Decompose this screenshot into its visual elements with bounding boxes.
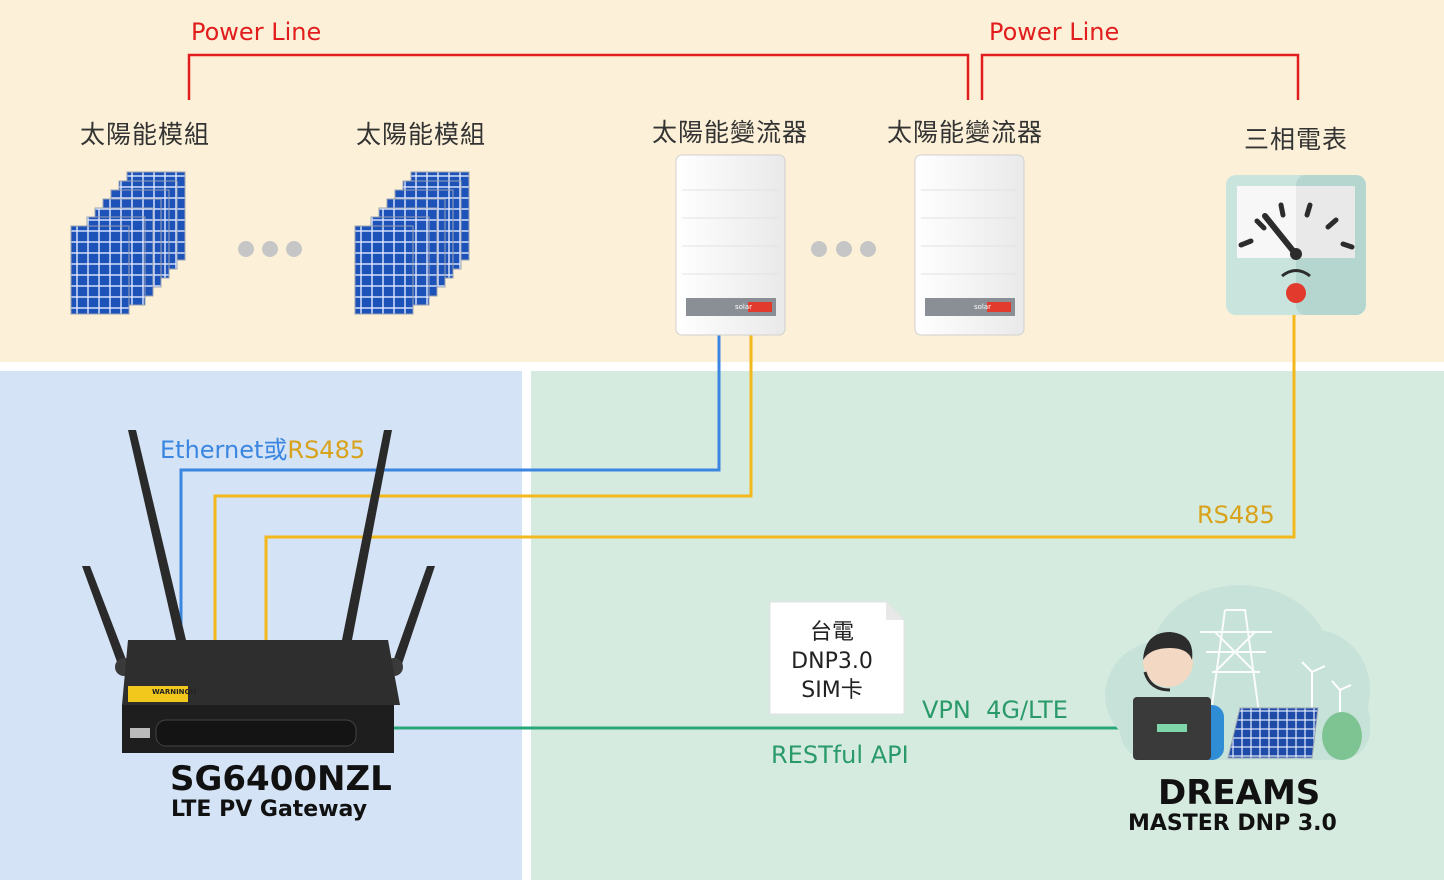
rs485-inverter-wire bbox=[213, 333, 753, 640]
inverter-label: 太陽能變流器 bbox=[887, 118, 1044, 147]
inverter-brand: solar bbox=[974, 303, 992, 311]
solar-module-label: 太陽能模組 bbox=[356, 120, 487, 149]
note-line: SIM卡 bbox=[801, 678, 863, 703]
warning-sticker: WARNING!! bbox=[152, 688, 197, 696]
rs485-meter-wire bbox=[264, 314, 1296, 640]
operator-icon bbox=[1133, 632, 1224, 760]
inverter-label: 太陽能變流器 bbox=[652, 118, 809, 147]
note-line: 台電 bbox=[809, 620, 854, 645]
solar-panel-icon bbox=[354, 171, 470, 315]
power-line-wire bbox=[187, 53, 1300, 100]
power-line-label: Power Line bbox=[191, 18, 322, 46]
gateway-subtitle: LTE PV Gateway bbox=[171, 797, 368, 822]
dreams-subtitle: MASTER DNP 3.0 bbox=[1128, 811, 1337, 836]
router-icon bbox=[82, 430, 435, 753]
ellipsis-icon bbox=[811, 241, 876, 257]
ellipsis-icon bbox=[238, 241, 302, 257]
ethernet-wire bbox=[179, 333, 721, 640]
meter-icon bbox=[1226, 175, 1366, 315]
inverter-icon bbox=[914, 154, 1025, 336]
ethernet-label: Ethernet或 bbox=[160, 436, 288, 464]
sim-note-icon bbox=[769, 601, 905, 715]
solar-panel-icon bbox=[1227, 707, 1319, 759]
restful-api-label: RESTful API bbox=[771, 741, 909, 769]
note-line: DNP3.0 bbox=[791, 649, 873, 674]
meter-label: 三相電表 bbox=[1244, 125, 1349, 154]
inverter-icon bbox=[675, 154, 786, 336]
rs485-label: RS485 bbox=[287, 436, 366, 464]
gateway-zone bbox=[0, 371, 522, 880]
power-line-label: Power Line bbox=[989, 18, 1120, 46]
solar-module-label: 太陽能模組 bbox=[80, 120, 211, 149]
vpn-lte-label: VPN 4G/LTE bbox=[922, 696, 1068, 724]
ethernet-rs485-label: Ethernet或RS485 bbox=[160, 430, 365, 465]
inverter-brand: solar bbox=[735, 303, 753, 311]
gateway-model: SG6400NZL bbox=[170, 759, 392, 799]
solar-panel-icon bbox=[70, 171, 186, 315]
sim-note-text: 台電 DNP3.0 SIM卡 bbox=[770, 618, 894, 705]
rs485-meter-label: RS485 bbox=[1197, 501, 1275, 529]
dreams-title: DREAMS bbox=[1158, 773, 1321, 813]
